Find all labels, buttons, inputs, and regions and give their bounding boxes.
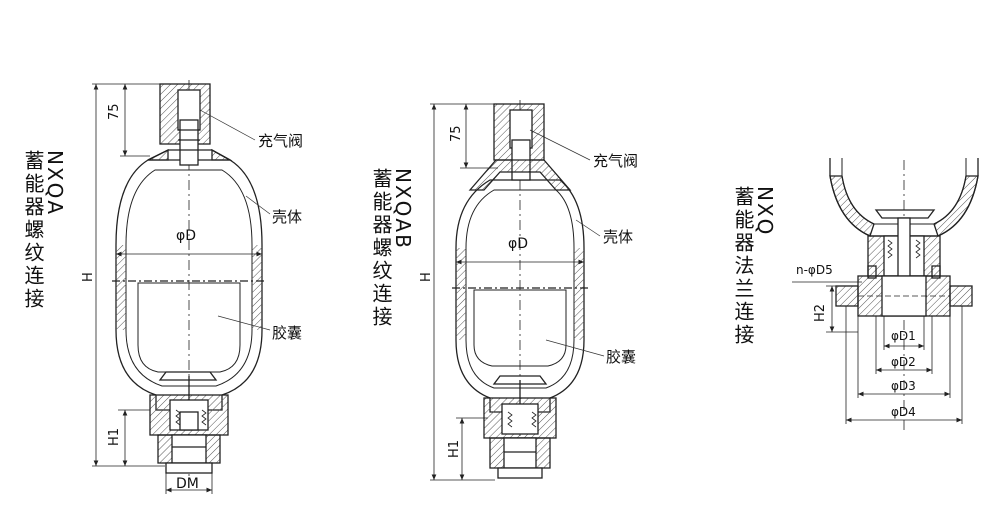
shell-inner	[125, 169, 253, 387]
dim-top-label: 75	[449, 125, 464, 142]
dim-d4-label: φD4	[891, 405, 916, 419]
accumulator-nxqa	[112, 80, 266, 480]
bladder-outline	[473, 289, 567, 367]
dim-port-height-label: H1	[447, 440, 462, 458]
callout-valve: 充气阀	[593, 152, 638, 170]
callout-bladder: 胶囊	[272, 324, 302, 342]
model-code: NXQA	[43, 150, 67, 217]
shell-inner	[465, 189, 575, 389]
dim-port-label: DM	[176, 476, 199, 492]
dim-height-label: H	[419, 272, 434, 282]
dim-bolts-label: n-φD5	[796, 263, 833, 277]
dim-diameter-label: φD	[508, 236, 528, 252]
flange-nxq	[829, 158, 979, 430]
dim-d1-label: φD1	[891, 329, 916, 343]
dimensions-nxqa	[92, 83, 262, 494]
callout-shell: 壳体	[272, 208, 302, 226]
model-name: 蓄能器螺纹连接	[369, 168, 393, 329]
bladder-outline	[137, 282, 241, 373]
model-name: 蓄能器螺纹连接	[21, 150, 45, 311]
dimensions-nxqab	[430, 103, 584, 481]
dimensions-nxq	[792, 281, 963, 424]
dim-flange-height-label: H2	[813, 304, 828, 322]
dim-port-height-label: H1	[107, 428, 122, 446]
model-name: 蓄能器法兰连接	[731, 186, 755, 347]
dim-top-label: 75	[107, 103, 122, 120]
dim-diameter-label: φD	[176, 228, 196, 244]
model-code: NXQ	[753, 186, 777, 237]
callout-bladder: 胶囊	[606, 348, 636, 366]
dim-height-label: H	[81, 272, 96, 282]
accumulator-nxqab	[452, 100, 588, 480]
dim-d2-label: φD2	[891, 355, 916, 369]
leaders-nxqab	[529, 129, 605, 357]
dim-d3-label: φD3	[891, 379, 916, 393]
model-code: NXQAB	[391, 168, 415, 250]
callout-valve: 充气阀	[258, 132, 303, 150]
callout-shell: 壳体	[603, 228, 633, 246]
leaders-nxqa	[199, 109, 271, 331]
